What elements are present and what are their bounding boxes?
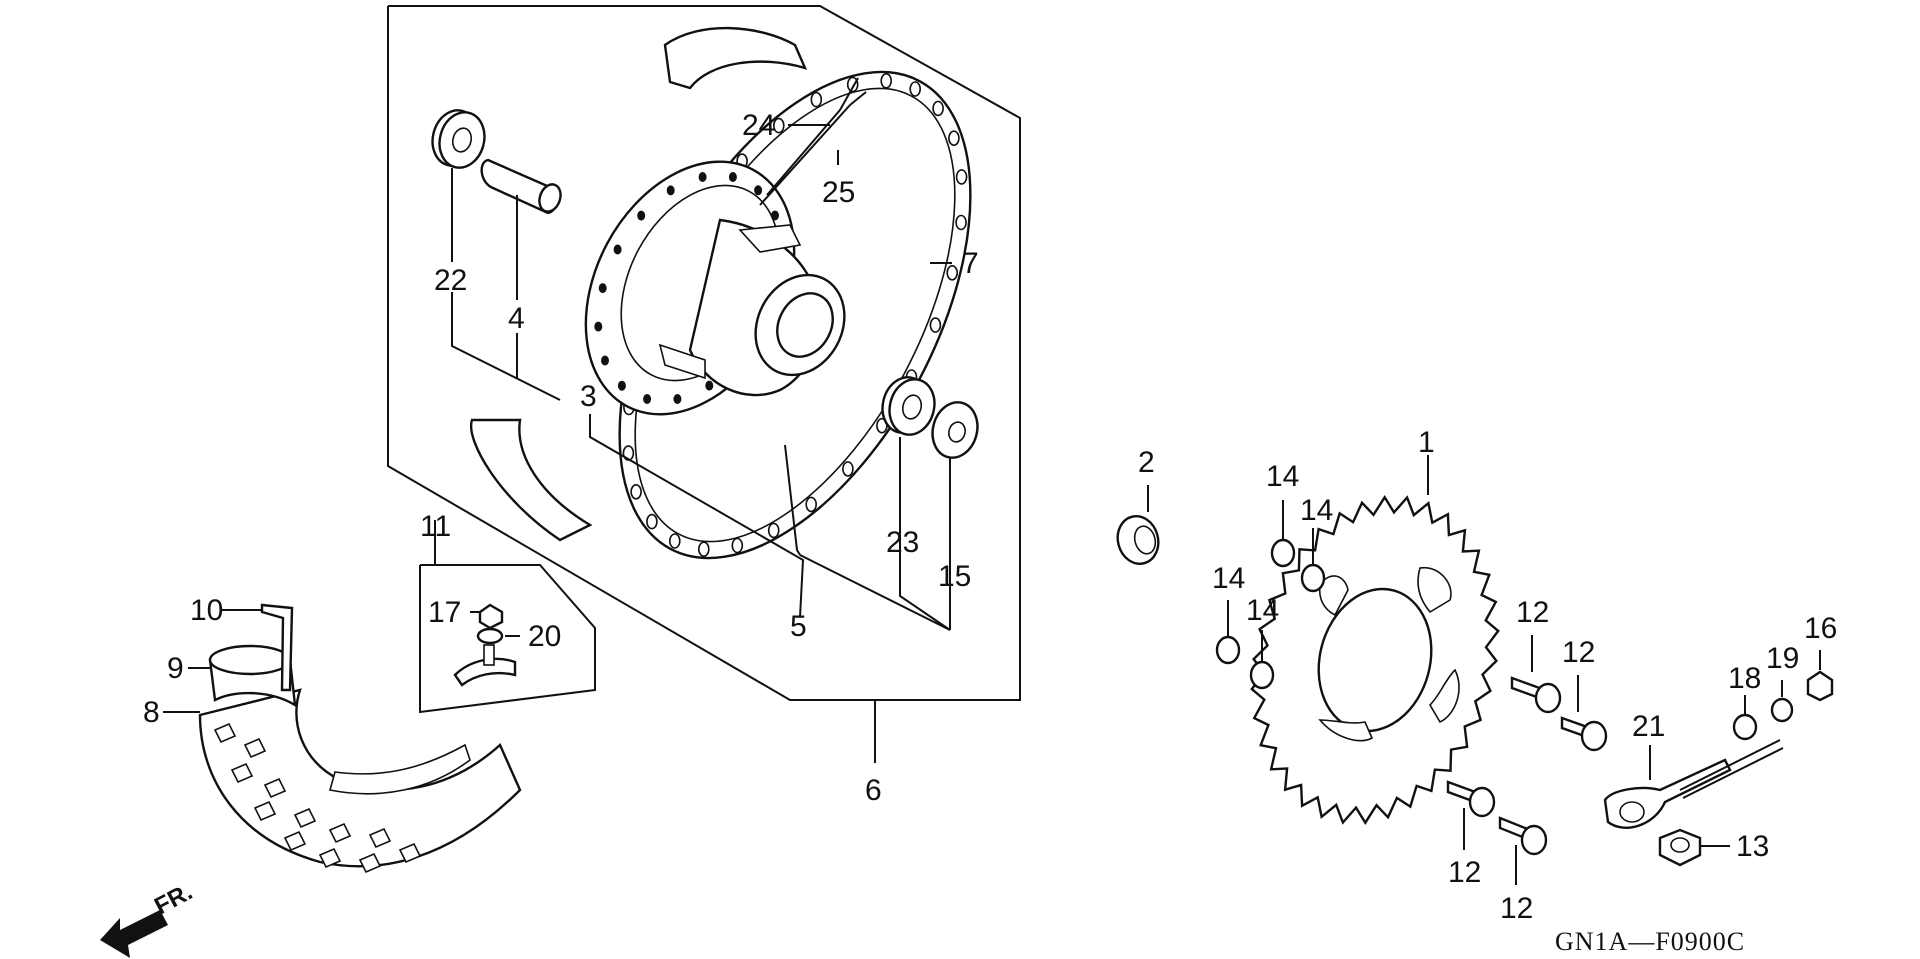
callout-11: 11 xyxy=(420,510,451,543)
callout-3: 3 xyxy=(580,380,597,413)
callout-24: 24 xyxy=(742,109,775,142)
spoke-hole xyxy=(880,73,893,89)
spoke-hole xyxy=(929,317,942,333)
tread-knob xyxy=(328,822,352,844)
spoke-hole xyxy=(731,537,744,554)
tire-tube-group xyxy=(198,603,522,874)
callout-22: 22 xyxy=(434,264,467,297)
callout-9: 9 xyxy=(167,652,184,685)
callout-1: 1 xyxy=(1418,426,1435,459)
callout-4: 4 xyxy=(508,302,525,335)
hub-hole xyxy=(728,172,737,182)
rim-lock-group xyxy=(419,520,596,714)
callout-23: 23 xyxy=(886,526,919,559)
callout-8: 8 xyxy=(143,696,160,729)
tread-knob xyxy=(283,830,307,852)
spoke-hole xyxy=(932,100,944,117)
callout-10: 10 xyxy=(190,594,223,627)
hub-hole xyxy=(754,185,763,196)
spacer-2 xyxy=(1116,515,1160,565)
rim-band xyxy=(469,26,808,542)
spoke-hole xyxy=(805,496,818,513)
callout-20: 20 xyxy=(528,620,561,653)
callout-18: 18 xyxy=(1728,662,1761,695)
callout-15: 15 xyxy=(938,560,971,593)
callout-25: 25 xyxy=(822,176,855,209)
collar-4 xyxy=(480,158,562,215)
hub-hole xyxy=(698,172,707,182)
spoke-hole xyxy=(948,130,960,146)
spoke-hole xyxy=(909,81,922,97)
leader-lines xyxy=(163,124,1821,885)
callout-16: 16 xyxy=(1804,612,1837,645)
callout-14-c: 14 xyxy=(1212,562,1245,595)
sprocket-bolts xyxy=(1446,676,1608,856)
hub-hole xyxy=(598,283,607,294)
front-direction-arrow: FR. xyxy=(100,878,197,958)
tire-tread-knobs xyxy=(213,722,422,874)
callout-21: 21 xyxy=(1632,710,1665,743)
callout-5: 5 xyxy=(790,610,807,643)
hub-hole xyxy=(617,380,626,391)
spoke-hole xyxy=(697,541,710,558)
callout-19: 19 xyxy=(1766,642,1799,675)
spoke-hole xyxy=(955,214,967,231)
hub-hole xyxy=(771,210,779,221)
tread-knob xyxy=(358,852,382,874)
callout-14-d: 14 xyxy=(1246,594,1279,627)
tread-knob xyxy=(318,847,342,869)
hub-hole xyxy=(594,321,603,332)
callout-12-d: 12 xyxy=(1500,892,1533,925)
tread-knob xyxy=(263,777,287,799)
wheel-assembly-frame xyxy=(387,5,1021,763)
spoke-hole xyxy=(772,117,785,134)
spoke-hole xyxy=(646,513,658,530)
callout-14-a: 14 xyxy=(1266,460,1299,493)
callout-6: 6 xyxy=(865,774,882,807)
spoke-hole xyxy=(955,169,968,185)
callout-labels: 1 2 3 4 5 6 7 8 9 10 11 12 12 12 12 13 1… xyxy=(143,109,1837,925)
hub-hole xyxy=(637,210,646,221)
bearing-23 xyxy=(881,376,936,436)
callout-12-c: 12 xyxy=(1448,856,1481,889)
callout-12-a: 12 xyxy=(1516,596,1549,629)
callout-13: 13 xyxy=(1736,830,1769,863)
tread-knob xyxy=(253,800,277,822)
callout-14-b: 14 xyxy=(1300,494,1333,527)
hub xyxy=(584,160,846,416)
tread-knob xyxy=(213,722,237,744)
tread-knob xyxy=(368,827,392,849)
drawing-code: GN1A—F0900C xyxy=(1555,927,1745,956)
callout-7: 7 xyxy=(962,247,979,280)
spoke-hole xyxy=(668,533,681,549)
hub-hole xyxy=(705,380,714,391)
chain-adjuster-group xyxy=(1603,670,1834,867)
tread-knob xyxy=(398,842,422,864)
spoke-hole xyxy=(810,91,823,108)
hub-hole xyxy=(666,185,675,196)
spoke-hole xyxy=(630,483,642,500)
hub-hole xyxy=(601,355,609,366)
hub-hole xyxy=(643,394,652,404)
callout-12-b: 12 xyxy=(1562,636,1595,669)
tread-knob xyxy=(243,737,267,759)
bearing-22 xyxy=(431,109,486,169)
hub-hole xyxy=(673,394,682,404)
tread-knob xyxy=(230,762,254,784)
spoke-hole xyxy=(767,522,780,539)
callout-2: 2 xyxy=(1138,446,1155,479)
tread-knob xyxy=(293,807,317,829)
callout-17: 17 xyxy=(428,596,461,629)
hub-hole xyxy=(613,244,622,255)
spoke-set xyxy=(759,77,867,206)
spoke-hole xyxy=(842,461,854,477)
spoke-hole xyxy=(946,264,959,281)
dust-seal-15 xyxy=(931,401,979,459)
